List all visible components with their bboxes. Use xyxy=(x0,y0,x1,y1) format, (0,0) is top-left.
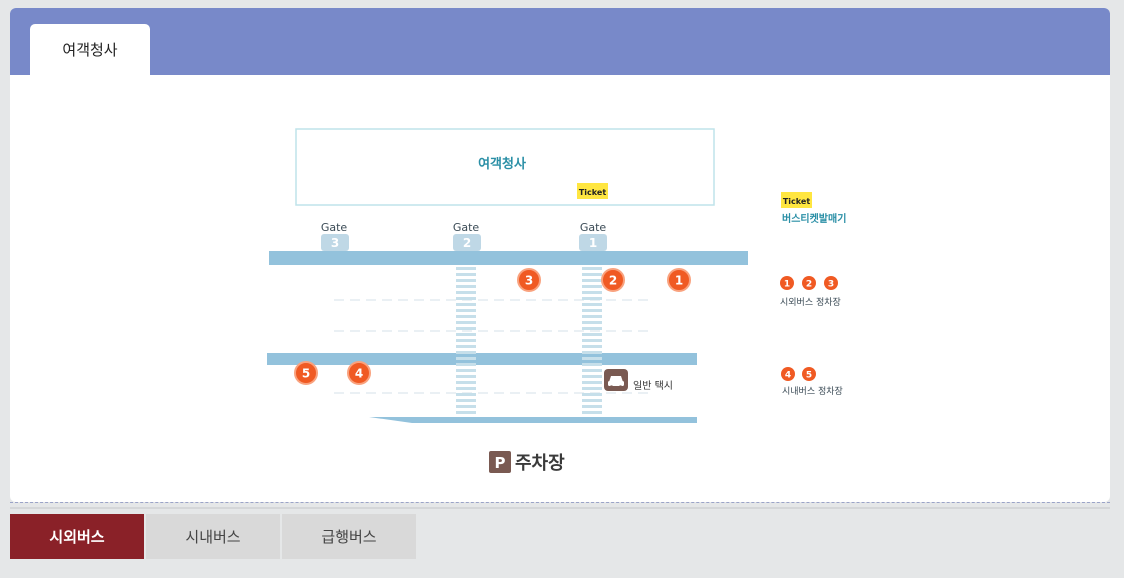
legend-ticket-machine: 버스티켓발매기 xyxy=(782,212,846,225)
legend-marker-3-text: 3 xyxy=(828,280,834,290)
tab-city-bus[interactable]: 시내버스 xyxy=(146,514,280,559)
gate-1: Gate 1 xyxy=(579,221,607,251)
platform-top xyxy=(269,251,748,265)
legend-city-label: 시내버스 정차장 xyxy=(782,385,843,397)
gate-2-box xyxy=(453,234,481,251)
legend-marker-3 xyxy=(824,276,838,290)
crosswalk-gate-1 xyxy=(582,265,602,417)
legend-marker-5-text: 5 xyxy=(806,371,812,381)
gate-2-number: 2 xyxy=(463,236,471,250)
tab-terminal[interactable]: 여객청사 xyxy=(30,24,150,75)
tab-express-bus[interactable]: 급행버스 xyxy=(282,514,416,559)
bus-stop-marker-3-text: 3 xyxy=(525,274,533,288)
parking-icon xyxy=(489,451,511,473)
bus-stop-marker-4[interactable]: 4 xyxy=(347,361,371,385)
gate-1-box xyxy=(579,234,607,251)
parking-letter: P xyxy=(495,454,506,472)
legend: Ticket 버스티켓발매기 1 2 3 시외버스 정차장 4 5 시내버스 정… xyxy=(780,192,846,397)
legend-marker-2 xyxy=(802,276,816,290)
panel-header: 여객청사 xyxy=(10,8,1110,75)
parking-area: P 주차장 xyxy=(489,451,565,474)
road-bottom xyxy=(369,417,697,423)
gate-1-label: Gate xyxy=(580,221,607,234)
gate-2-label: Gate xyxy=(453,221,480,234)
taxi-stand: 일반 택시 xyxy=(604,369,673,392)
legend-ticket-badge xyxy=(781,192,812,208)
bus-stop-marker-3[interactable]: 3 xyxy=(517,268,541,292)
bus-type-tabs: 시외버스 시내버스 급행버스 xyxy=(10,514,416,559)
gate-3-label: Gate xyxy=(321,221,348,234)
gate-3-box xyxy=(321,234,349,251)
bus-stop-marker-2[interactable]: 2 xyxy=(601,268,625,292)
terminal-building xyxy=(295,128,715,206)
ticket-badge-map-text: Ticket xyxy=(579,188,606,197)
legend-marker-4-text: 4 xyxy=(785,371,791,381)
legend-marker-4 xyxy=(781,367,795,381)
station-map-panel: 여객청사 여객청사 Ticket Gate 3 Gate 2 Gate 1 xyxy=(10,8,1110,502)
legend-marker-1 xyxy=(780,276,794,290)
bus-stop-marker-1-text: 1 xyxy=(675,274,683,288)
bus-stop-marker-1[interactable]: 1 xyxy=(667,268,691,292)
bus-stop-marker-2-text: 2 xyxy=(609,274,617,288)
parking-label: 주차장 xyxy=(515,453,565,474)
panel-bottom-dashed-border xyxy=(10,502,1110,503)
crosswalk-gate-2 xyxy=(456,265,476,417)
bus-stop-marker-5[interactable]: 5 xyxy=(294,361,318,385)
gate-3: Gate 3 xyxy=(321,221,349,251)
gate-1-number: 1 xyxy=(589,236,597,250)
legend-ticket-badge-text: Ticket xyxy=(783,197,810,206)
legend-marker-1-text: 1 xyxy=(784,280,790,290)
legend-marker-5 xyxy=(802,367,816,381)
terminal-label: 여객청사 xyxy=(478,156,526,172)
tab-intercity-bus[interactable]: 시외버스 xyxy=(10,514,144,559)
platform-middle xyxy=(267,353,697,365)
tabs-divider xyxy=(10,507,1110,509)
taxi-label: 일반 택시 xyxy=(633,380,673,392)
bus-stop-marker-5-text: 5 xyxy=(302,367,310,381)
legend-intercity-label: 시외버스 정차장 xyxy=(780,296,841,308)
gate-3-number: 3 xyxy=(331,236,339,250)
ticket-badge-map xyxy=(577,183,608,199)
gate-2: Gate 2 xyxy=(453,221,481,251)
bus-stop-marker-4-text: 4 xyxy=(355,367,363,381)
legend-marker-2-text: 2 xyxy=(806,280,812,290)
station-map: 여객청사 Ticket Gate 3 Gate 2 Gate 1 xyxy=(267,128,846,474)
